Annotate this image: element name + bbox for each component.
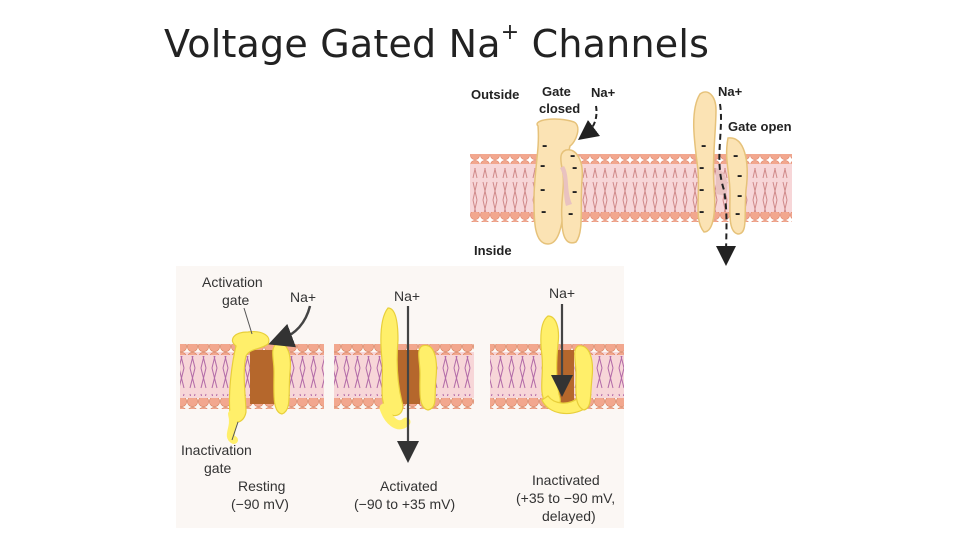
svg-text:-: - bbox=[568, 205, 573, 222]
svg-text:-: - bbox=[737, 167, 742, 184]
gate-closed-label-2: closed bbox=[539, 101, 580, 116]
svg-text:-: - bbox=[542, 137, 547, 154]
na-approach-arrow bbox=[578, 105, 601, 141]
resting-caption-1: Resting bbox=[238, 478, 285, 494]
outside-label: Outside bbox=[471, 87, 519, 102]
inside-label: Inside bbox=[474, 243, 512, 258]
resting-na-arrow bbox=[268, 305, 312, 348]
gate-closed-label-1: Gate bbox=[542, 84, 571, 99]
open-channel-charges: - - - - - - - - bbox=[699, 137, 742, 222]
inactivation-gate-pointer bbox=[231, 421, 239, 441]
svg-text:-: - bbox=[572, 183, 577, 200]
na-label-activated: Na+ bbox=[394, 288, 420, 304]
closed-channel bbox=[533, 118, 584, 245]
svg-text:-: - bbox=[699, 181, 704, 198]
inactivation-gate-label-2: gate bbox=[204, 460, 231, 476]
slide-title: Voltage Gated Na+ Channels bbox=[164, 20, 710, 66]
na-label-resting: Na+ bbox=[290, 289, 316, 305]
svg-text:-: - bbox=[733, 147, 738, 164]
svg-text:-: - bbox=[540, 181, 545, 198]
na-flow-arrow bbox=[716, 103, 737, 266]
svg-text:-: - bbox=[699, 159, 704, 176]
activated-channel bbox=[379, 307, 438, 430]
svg-text:-: - bbox=[541, 203, 546, 220]
activation-gate-label-2: gate bbox=[222, 292, 249, 308]
bottom-membrane-2 bbox=[334, 344, 474, 409]
svg-text:-: - bbox=[572, 159, 577, 176]
inactivated-caption-2: (+35 to −90 mV, bbox=[516, 490, 615, 506]
svg-text:-: - bbox=[540, 157, 545, 174]
svg-text:-: - bbox=[699, 203, 704, 220]
activation-gate-label-1: Activation bbox=[202, 274, 263, 290]
gate-open-label: Gate open bbox=[728, 119, 792, 134]
na-label-closed: Na+ bbox=[591, 85, 616, 100]
na-label-open: Na+ bbox=[718, 84, 743, 99]
resting-caption-2: (−90 mV) bbox=[231, 496, 289, 512]
svg-text:-: - bbox=[735, 205, 740, 222]
closed-channel-charges: - - - - - - - - bbox=[540, 137, 577, 222]
open-channel bbox=[692, 91, 748, 235]
inactivation-gate-label-1: Inactivation bbox=[181, 442, 252, 458]
svg-text:-: - bbox=[570, 147, 575, 164]
inactivated-caption-1: Inactivated bbox=[532, 472, 600, 488]
svg-text:-: - bbox=[737, 187, 742, 204]
na-label-inactivated: Na+ bbox=[549, 285, 575, 301]
resting-channel bbox=[226, 331, 291, 444]
bottom-membrane-1 bbox=[180, 344, 324, 409]
activated-caption-1: Activated bbox=[380, 478, 438, 494]
activated-caption-2: (−90 to +35 mV) bbox=[354, 496, 455, 512]
activation-gate-pointer bbox=[243, 307, 253, 335]
svg-text:-: - bbox=[701, 137, 706, 154]
inactivated-caption-3: delayed) bbox=[542, 508, 596, 524]
